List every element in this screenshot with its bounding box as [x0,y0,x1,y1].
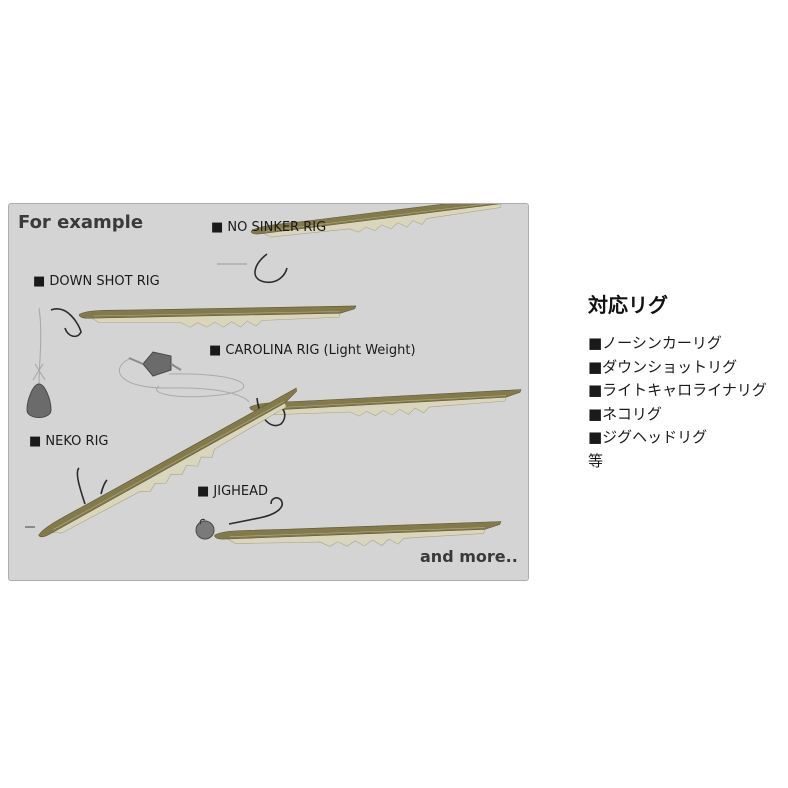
list-item: ■ノーシンカーリグ [588,334,722,352]
line-icon [118,358,250,403]
hook-icon [228,497,283,525]
label-no-sinker-rig: ■ NO SINKER RIG [211,220,327,235]
sinker-icon [142,351,172,377]
label-carolina-rig: ■ CAROLINA RIG (Light Weight) [209,343,416,358]
label-neko-rig: ■ NEKO RIG [29,434,109,449]
supported-rigs-list: ■ノーシンカーリグ ■ダウンショットリグ ■ライトキャロライナリグ ■ネコリグ … [588,332,784,450]
panel-title: For example [18,212,144,233]
worm-bait-icon [213,521,502,550]
label-down-shot-rig: ■ DOWN SHOT RIG [33,274,160,289]
worm-bait-icon [78,305,357,328]
worm-bait-icon [33,387,308,548]
list-item: ■ダウンショットリグ [588,357,738,376]
supported-rigs: 対応リグ ■ノーシンカーリグ ■ダウンショットリグ ■ライトキャロライナリグ ■… [588,292,784,473]
down-shot-rig [26,305,357,418]
neko-rig [25,387,308,548]
rig-illustration [25,204,523,550]
example-panel: For example ■ NO SINKER RIG ■ DOWN SHOT … [8,203,529,581]
jighead-icon [195,520,215,540]
supported-rigs-title: 対応リグ [588,293,668,317]
hook-icon [254,253,288,284]
sinker-icon [26,383,52,418]
hook-icon [50,308,82,338]
and-more-label: and more.. [420,547,518,566]
line-icon [38,307,42,385]
list-item: ■ライトキャロライナリグ [588,381,767,399]
list-item: ■ジグヘッドリグ [588,428,708,446]
etc-label: 等 [588,451,604,470]
no-sinker-rig [217,204,519,284]
jighead-rig [195,497,502,550]
list-item: ■ネコリグ [588,404,662,423]
hook-icon [76,467,108,505]
label-jighead: ■ JIGHEAD [197,484,269,499]
carolina-rig [118,351,523,427]
